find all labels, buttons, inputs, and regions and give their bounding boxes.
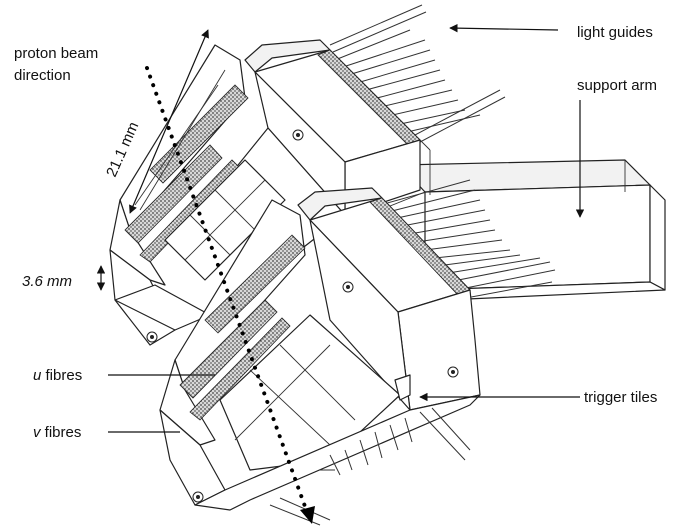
light-guides-label: light guides <box>577 24 653 41</box>
u-fibres-label: u fibres <box>33 367 82 384</box>
v-fibres-label: v fibres <box>33 424 81 441</box>
support-arm-label: support arm <box>577 77 657 94</box>
v-fibres-text: fibres <box>41 424 82 441</box>
u-fibres-var: u <box>33 367 42 384</box>
light-guides-pointer <box>449 23 559 33</box>
length-dimension <box>129 29 209 214</box>
trigger-tiles-label: trigger tiles <box>584 389 657 406</box>
proton-beam-arrow <box>145 66 315 524</box>
u-fibres-text: fibres <box>41 367 82 384</box>
lower-module <box>159 187 481 526</box>
proton-beam-label-line2: direction <box>14 67 71 84</box>
v-fibres-var: v <box>33 424 42 441</box>
upper-light-guides <box>329 4 506 151</box>
proton-beam-label-line1: proton beam <box>14 45 98 62</box>
thickness-label: 3.6 mm <box>22 273 72 290</box>
length-label: 21.1 mm <box>103 119 142 179</box>
